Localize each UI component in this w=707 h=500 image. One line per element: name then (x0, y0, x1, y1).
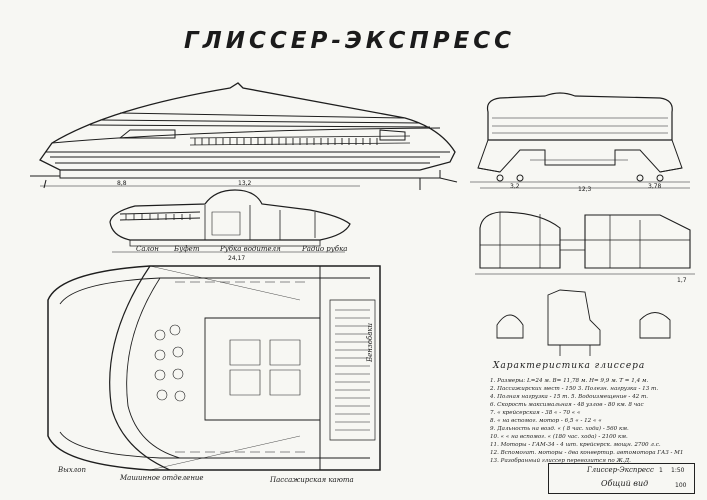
stamp-view: Общий вид (601, 479, 649, 488)
cross-sections (475, 211, 695, 275)
dim-left: 8,8 (117, 180, 127, 187)
spec-line: 12. Вспомогат. моторы - два конвертир. а… (490, 450, 684, 456)
drawing-title: ГЛИССЕР-ЭКСПРЕСС (184, 28, 516, 54)
spec-line: 7. « крейсерская - 38 « - 70 « « (490, 410, 581, 416)
label-driver-cabin: Рубка водителя (220, 245, 281, 253)
detail-views (496, 289, 671, 356)
label-engine-room: Машинное отделение (120, 474, 204, 482)
spec-line: 6. Скорость максимальная - 48 узлов - 80… (490, 402, 644, 408)
section-dim: 1,7 (677, 277, 687, 284)
front-view (470, 92, 690, 189)
label-passenger-cabin: Пассажирская каюта (270, 476, 354, 484)
front-dim-c: 3,78 (648, 183, 662, 190)
title-block: Глиссер-Экспресс Общий вид 1:50 100 1 (548, 463, 695, 494)
side-window-ticks (194, 138, 378, 145)
plan-seats (154, 281, 370, 453)
small-side-dim: 24,17 (228, 255, 246, 262)
spec-line: 10. « « на вспомог. « (180 час. хода) - … (490, 434, 628, 440)
stamp-sheet: 1 (659, 467, 663, 474)
front-dim-b: 12,3 (578, 186, 592, 193)
spec-line: 2. Пассажирских мест - 150 3. Полезн. на… (490, 386, 659, 392)
label-buffet: Буфет (174, 245, 200, 253)
front-dim-a: 3,2 (510, 183, 520, 190)
plan-view (47, 265, 381, 471)
stamp-scale: 1:50 (671, 467, 685, 474)
dim-mid: 13,2 (238, 180, 252, 187)
small-side-section (109, 189, 351, 253)
label-radio-cabin: Радио рубка (302, 245, 348, 253)
spec-line: 8. « на вспомог. мотор - 6,5 « - 12 « « (490, 418, 602, 424)
spec-line: 11. Моторы - ГАМ-34 - 4 шт. крейсерск. м… (490, 442, 661, 448)
specs-heading: Характеристика глиссера (493, 361, 646, 371)
label-salon: Салон (136, 245, 159, 253)
spec-line: 9. Дальность на возд. « ( 8 час. хода) -… (490, 426, 629, 432)
section-window-ticks (125, 214, 191, 220)
large-side-view (30, 82, 458, 190)
spec-line: 1. Размеры: L=24 м. B= 11,78 м. H= 9,9 м… (490, 378, 649, 384)
label-fuel-tanks: Бензобаки (366, 322, 374, 362)
spec-line: 4. Полная нагрузка - 15 т. 5. Водоизмеще… (490, 394, 649, 400)
stamp-scale-2: 100 (675, 482, 687, 489)
spec-line: 13. Разобранный глиссер перевозится по Ж… (490, 458, 631, 464)
label-exhaust: Выхлоп (58, 466, 86, 474)
stamp-name: Глиссер-Экспресс (587, 466, 654, 474)
